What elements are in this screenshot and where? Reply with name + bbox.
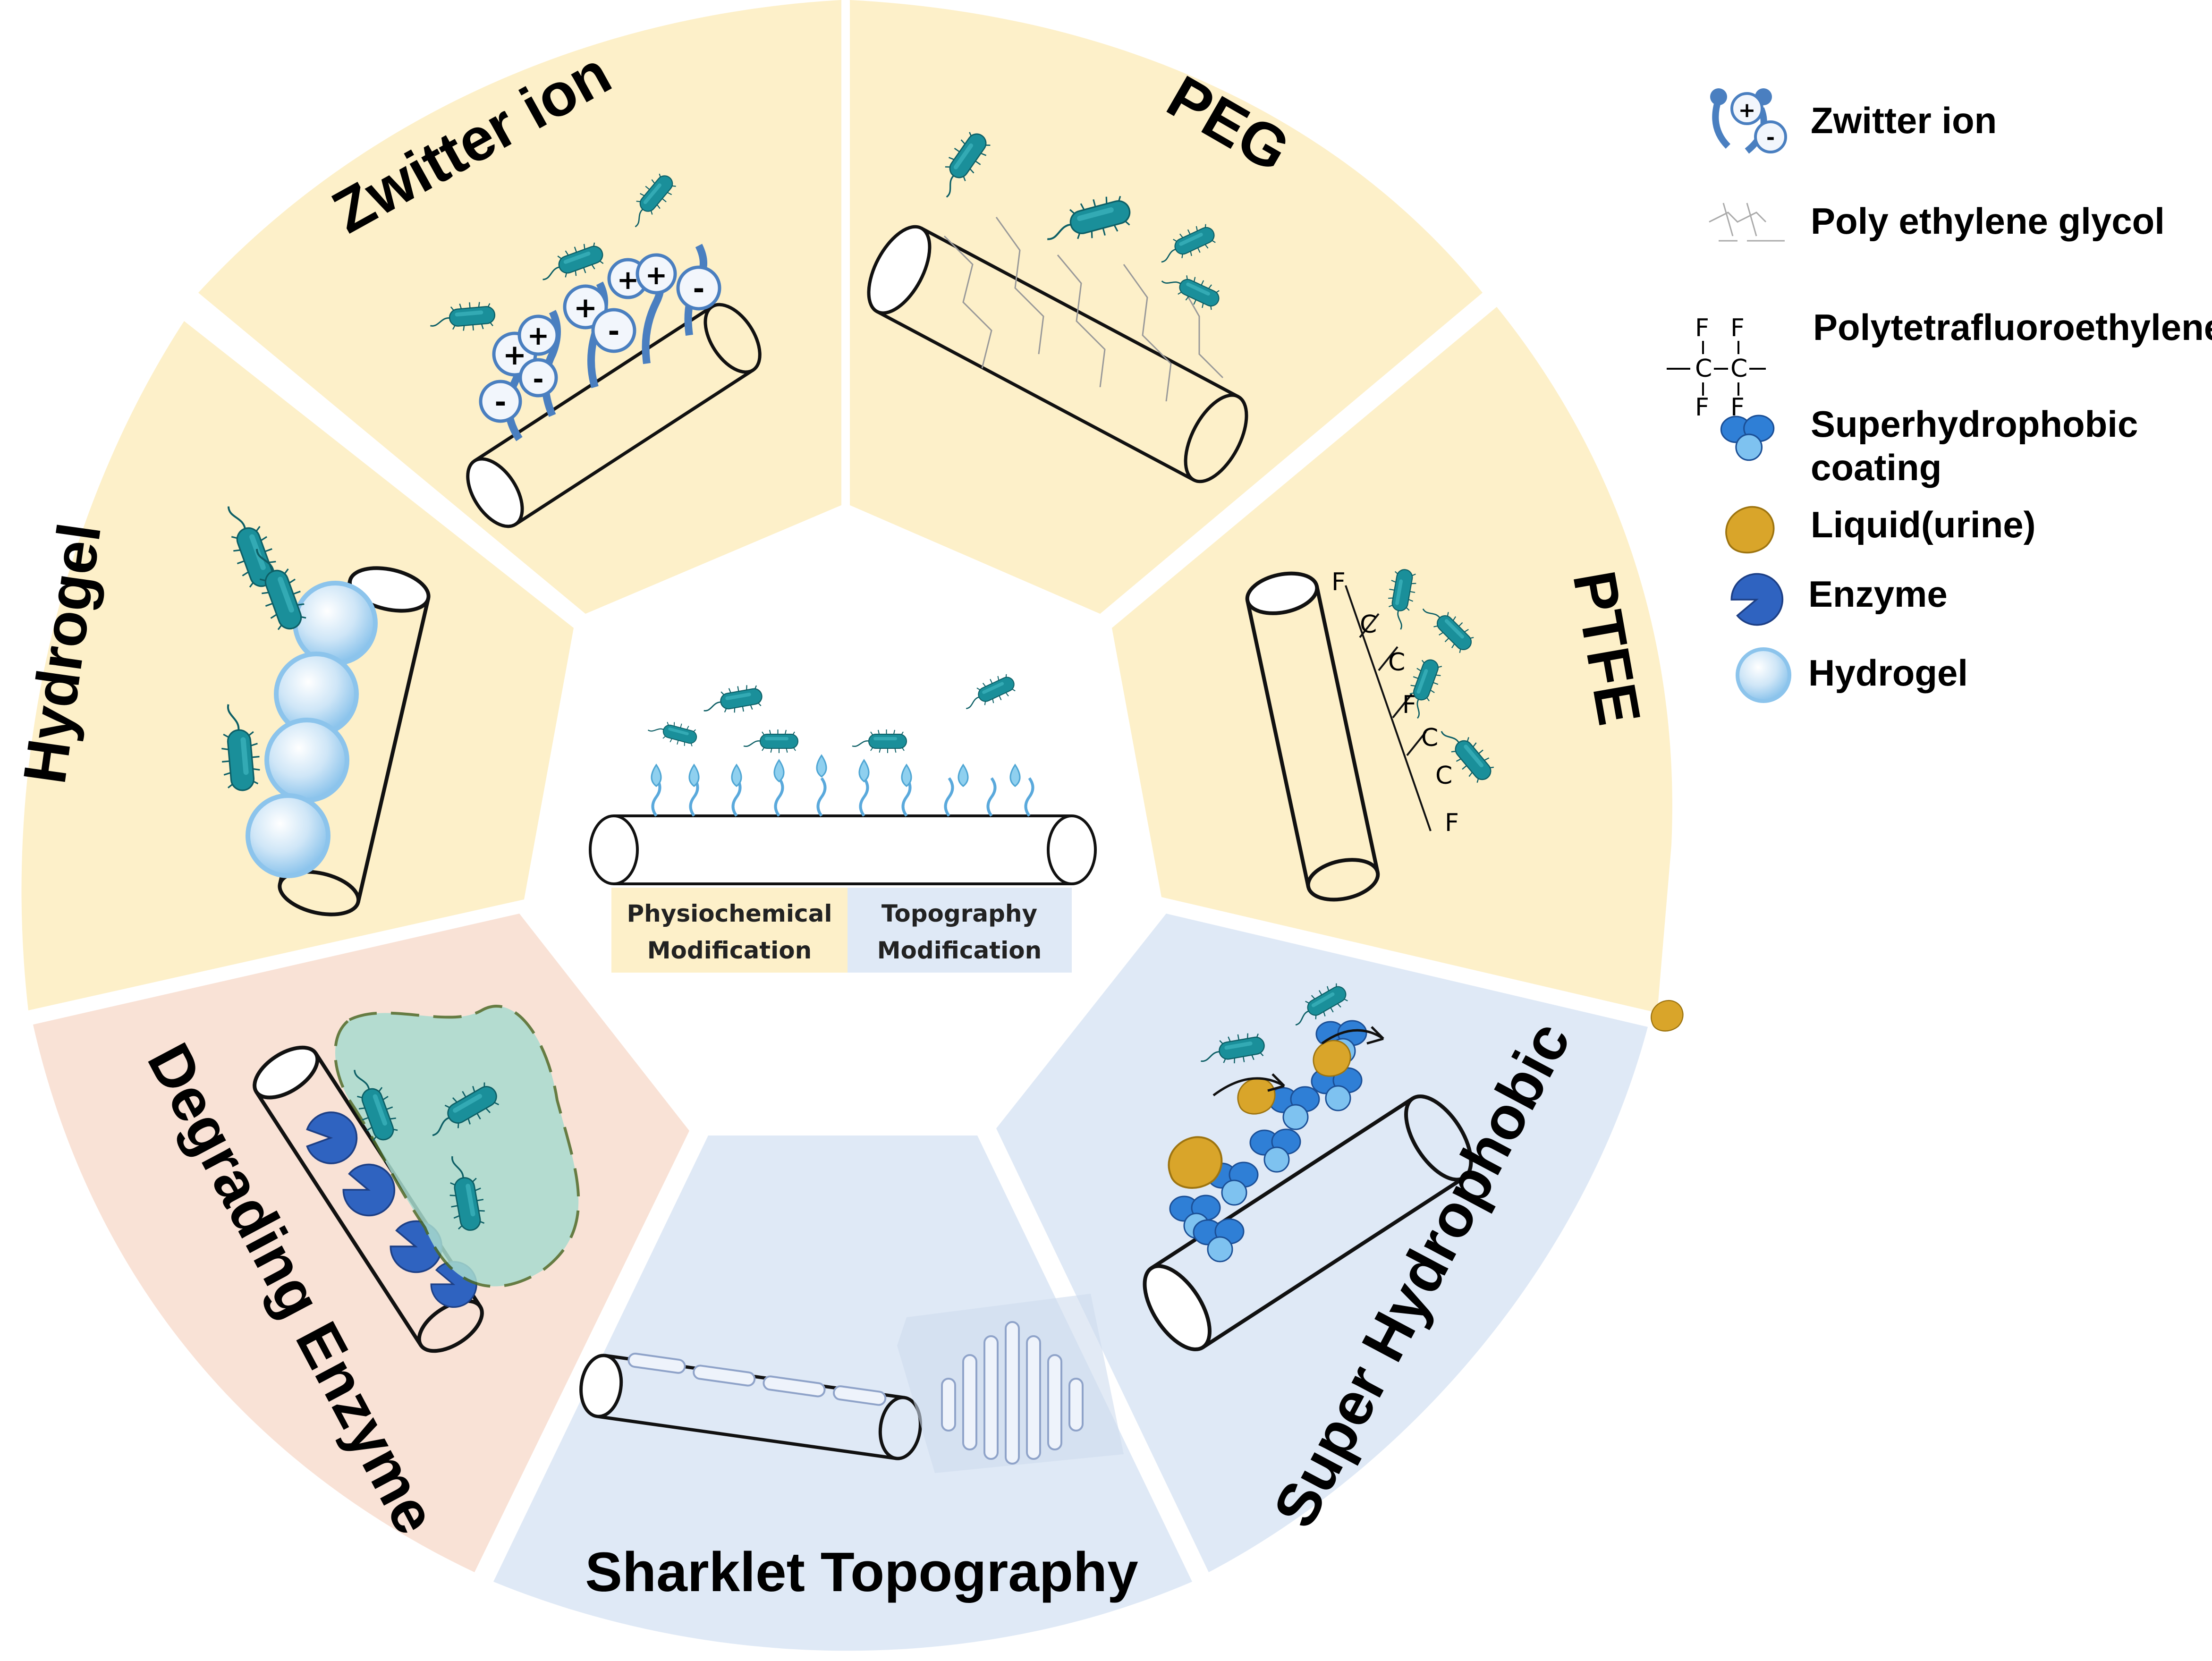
zwitter-plus-3: +: [574, 291, 597, 324]
segment-peg: [850, 0, 1483, 614]
zwitter-plus-2: +: [527, 321, 550, 351]
legend-peg-label: Poly ethylene glycol: [1811, 200, 2165, 242]
superhydrophobic-illustration: [1143, 978, 1473, 1351]
biofilm: [334, 1005, 580, 1288]
ptfe-illustration: F C C F C C F: [1245, 567, 1500, 902]
legend-peg-icon: [1709, 203, 1785, 242]
segment-zwitter-ion: [198, 0, 841, 614]
ptfe-f-1: F: [1331, 568, 1346, 596]
ptfe-chain: [1345, 585, 1432, 831]
legend-zwitter-minus: -: [1766, 126, 1775, 150]
hydrogel-bubbles: [246, 581, 378, 878]
legend-hydrogel-label: Hydrogel: [1808, 652, 1968, 694]
topo-label-line1: Topography: [881, 900, 1037, 927]
legend-ptfe-f-1: F: [1695, 314, 1709, 342]
superhydrophobic-catheter: [1143, 1094, 1473, 1351]
ptfe-c-1: C: [1360, 610, 1377, 639]
legend-enzyme-label: Enzyme: [1808, 573, 1948, 615]
zwitter-charges: + + + + + - - - -: [479, 253, 721, 423]
ptfe-c-3: C: [1421, 724, 1438, 752]
sharklet-pattern: [941, 1321, 1084, 1465]
topo-label-line2: Modification: [877, 937, 1042, 964]
peg-catheter: [867, 225, 1248, 483]
enzyme-illustration: [253, 1005, 580, 1353]
zwitter-catheter: [466, 303, 762, 528]
flow-arrow-2: [1321, 1029, 1384, 1045]
ptfe-catheter: [1245, 571, 1380, 902]
legend-superhydro-line2: coating: [1811, 447, 1941, 488]
physio-box: [611, 888, 848, 973]
legend: + - Zwitter ion Poly ethylene glycol F F…: [1667, 88, 2212, 703]
legend-zwitter-label: Zwitter ion: [1811, 100, 1997, 141]
segment-ptfe: [1112, 307, 1672, 1013]
center-bacteria: [645, 670, 1019, 754]
legend-liquid-label: Liquid(urine): [1811, 504, 2036, 545]
peg-illustration: [867, 126, 1248, 483]
center-droplets: [651, 754, 1021, 787]
center-catheter: [589, 814, 1097, 885]
zwitter-minus-1: -: [495, 386, 507, 419]
physio-label-line2: Modification: [647, 937, 812, 964]
hydrogel-illustration: [217, 498, 431, 916]
label-sharklet-topography: Sharklet Topography: [585, 1541, 1138, 1603]
legend-ptfe-c-1: C: [1695, 355, 1712, 383]
legend-zwitter-icon: + -: [1710, 88, 1787, 154]
legend-ptfe-c-2: C: [1730, 355, 1747, 383]
zwitter-minus-4: -: [693, 272, 705, 305]
legend-ptfe-f-3: F: [1695, 393, 1709, 422]
topo-box: [848, 888, 1072, 973]
sharklet-catheter: [579, 1352, 922, 1460]
zwitter-minus-2: -: [533, 364, 543, 395]
zwitter-illustration: + + + + + - - - -: [428, 169, 762, 528]
legend-ptfe-f-2: F: [1730, 314, 1745, 342]
ptfe-c-2: C: [1388, 648, 1405, 677]
ptfe-f-3: F: [1445, 809, 1459, 837]
peg-chains: [943, 217, 1224, 402]
legend-hydrogel-icon: [1736, 647, 1791, 703]
legend-superhydro-line1: Superhydrophobic: [1811, 403, 2138, 445]
center-illustration: Physiochemical Modification Topography M…: [589, 670, 1097, 973]
zwitter-plus-5: +: [645, 260, 668, 291]
legend-ptfe-label: Polytetrafluoroethylene: [1813, 306, 2212, 348]
ptfe-atoms: F C C F C C F: [1331, 568, 1459, 837]
legend-zwitter-plus: +: [1738, 98, 1756, 122]
flow-arrow-1: [1212, 1077, 1285, 1097]
legend-ptfe-icon: F F C C F F: [1667, 314, 1766, 422]
sharklet-illustration: [579, 1294, 1124, 1473]
center-molecules: [651, 777, 1034, 817]
zwitter-minus-3: -: [608, 315, 620, 348]
segment-super-hydrophobic: [996, 914, 1648, 1572]
physio-label-line1: Physiochemical: [627, 900, 832, 927]
zwitter-plus-4: +: [617, 265, 639, 296]
zwitter-plus-1: +: [503, 339, 526, 372]
ptfe-c-4: C: [1435, 762, 1452, 790]
